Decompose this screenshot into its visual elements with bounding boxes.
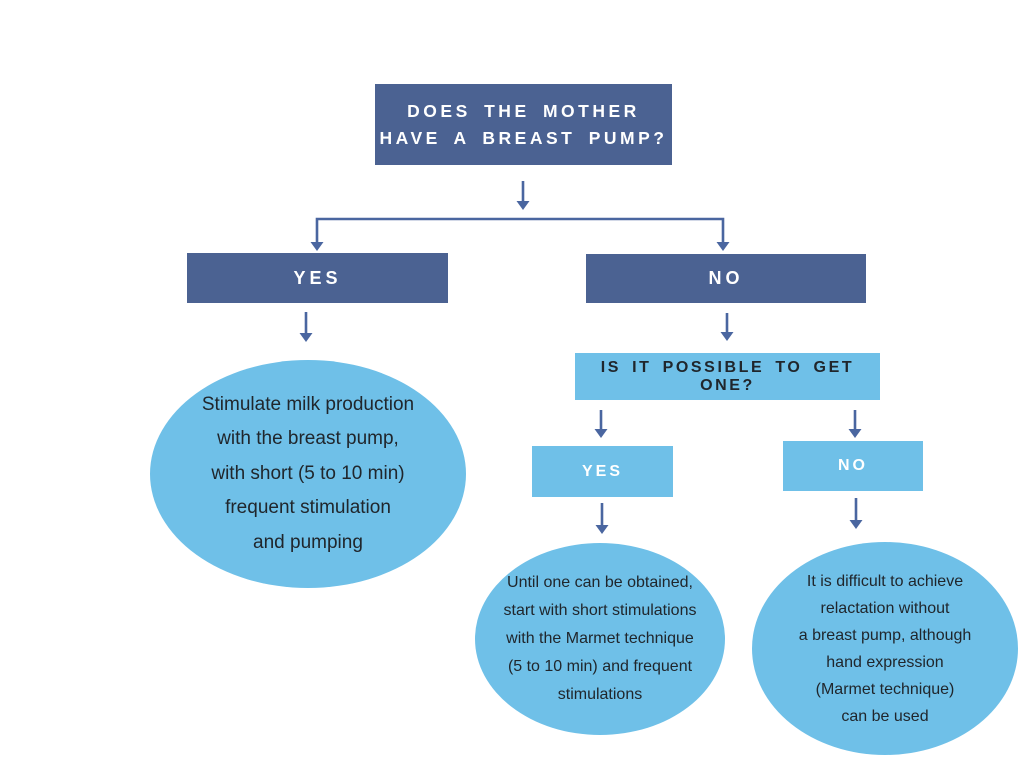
question-get-one-box: IS IT POSSIBLE TO GET ONE? (575, 353, 880, 400)
connector-option-yes-to-outcome-arrow (595, 503, 609, 534)
branch-no-box: NO (586, 254, 866, 303)
outcome-has-pump-ellipse: Stimulate milk production with the breas… (150, 360, 466, 588)
connector-no-to-question-arrow (720, 313, 734, 341)
root-question-box: DOES THE MOTHER HAVE A BREAST PUMP? (375, 84, 672, 165)
outcome-no-pump-ellipse: It is difficult to achieve relactation w… (752, 542, 1018, 755)
option-no-box: NO (783, 441, 923, 491)
connector-question-to-no-arrow (848, 410, 862, 438)
outcome-can-obtain-ellipse: Until one can be obtained, start with sh… (475, 543, 725, 735)
connector-yes-to-outcome-arrow (299, 312, 313, 342)
connector-root-down-arrow (516, 181, 530, 210)
option-yes-box: YES (532, 446, 673, 497)
connector-branch-split (310, 217, 730, 251)
branch-yes-box: YES (187, 253, 448, 303)
connector-option-no-to-outcome-arrow (849, 498, 863, 529)
connector-question-to-yes-arrow (594, 410, 608, 438)
